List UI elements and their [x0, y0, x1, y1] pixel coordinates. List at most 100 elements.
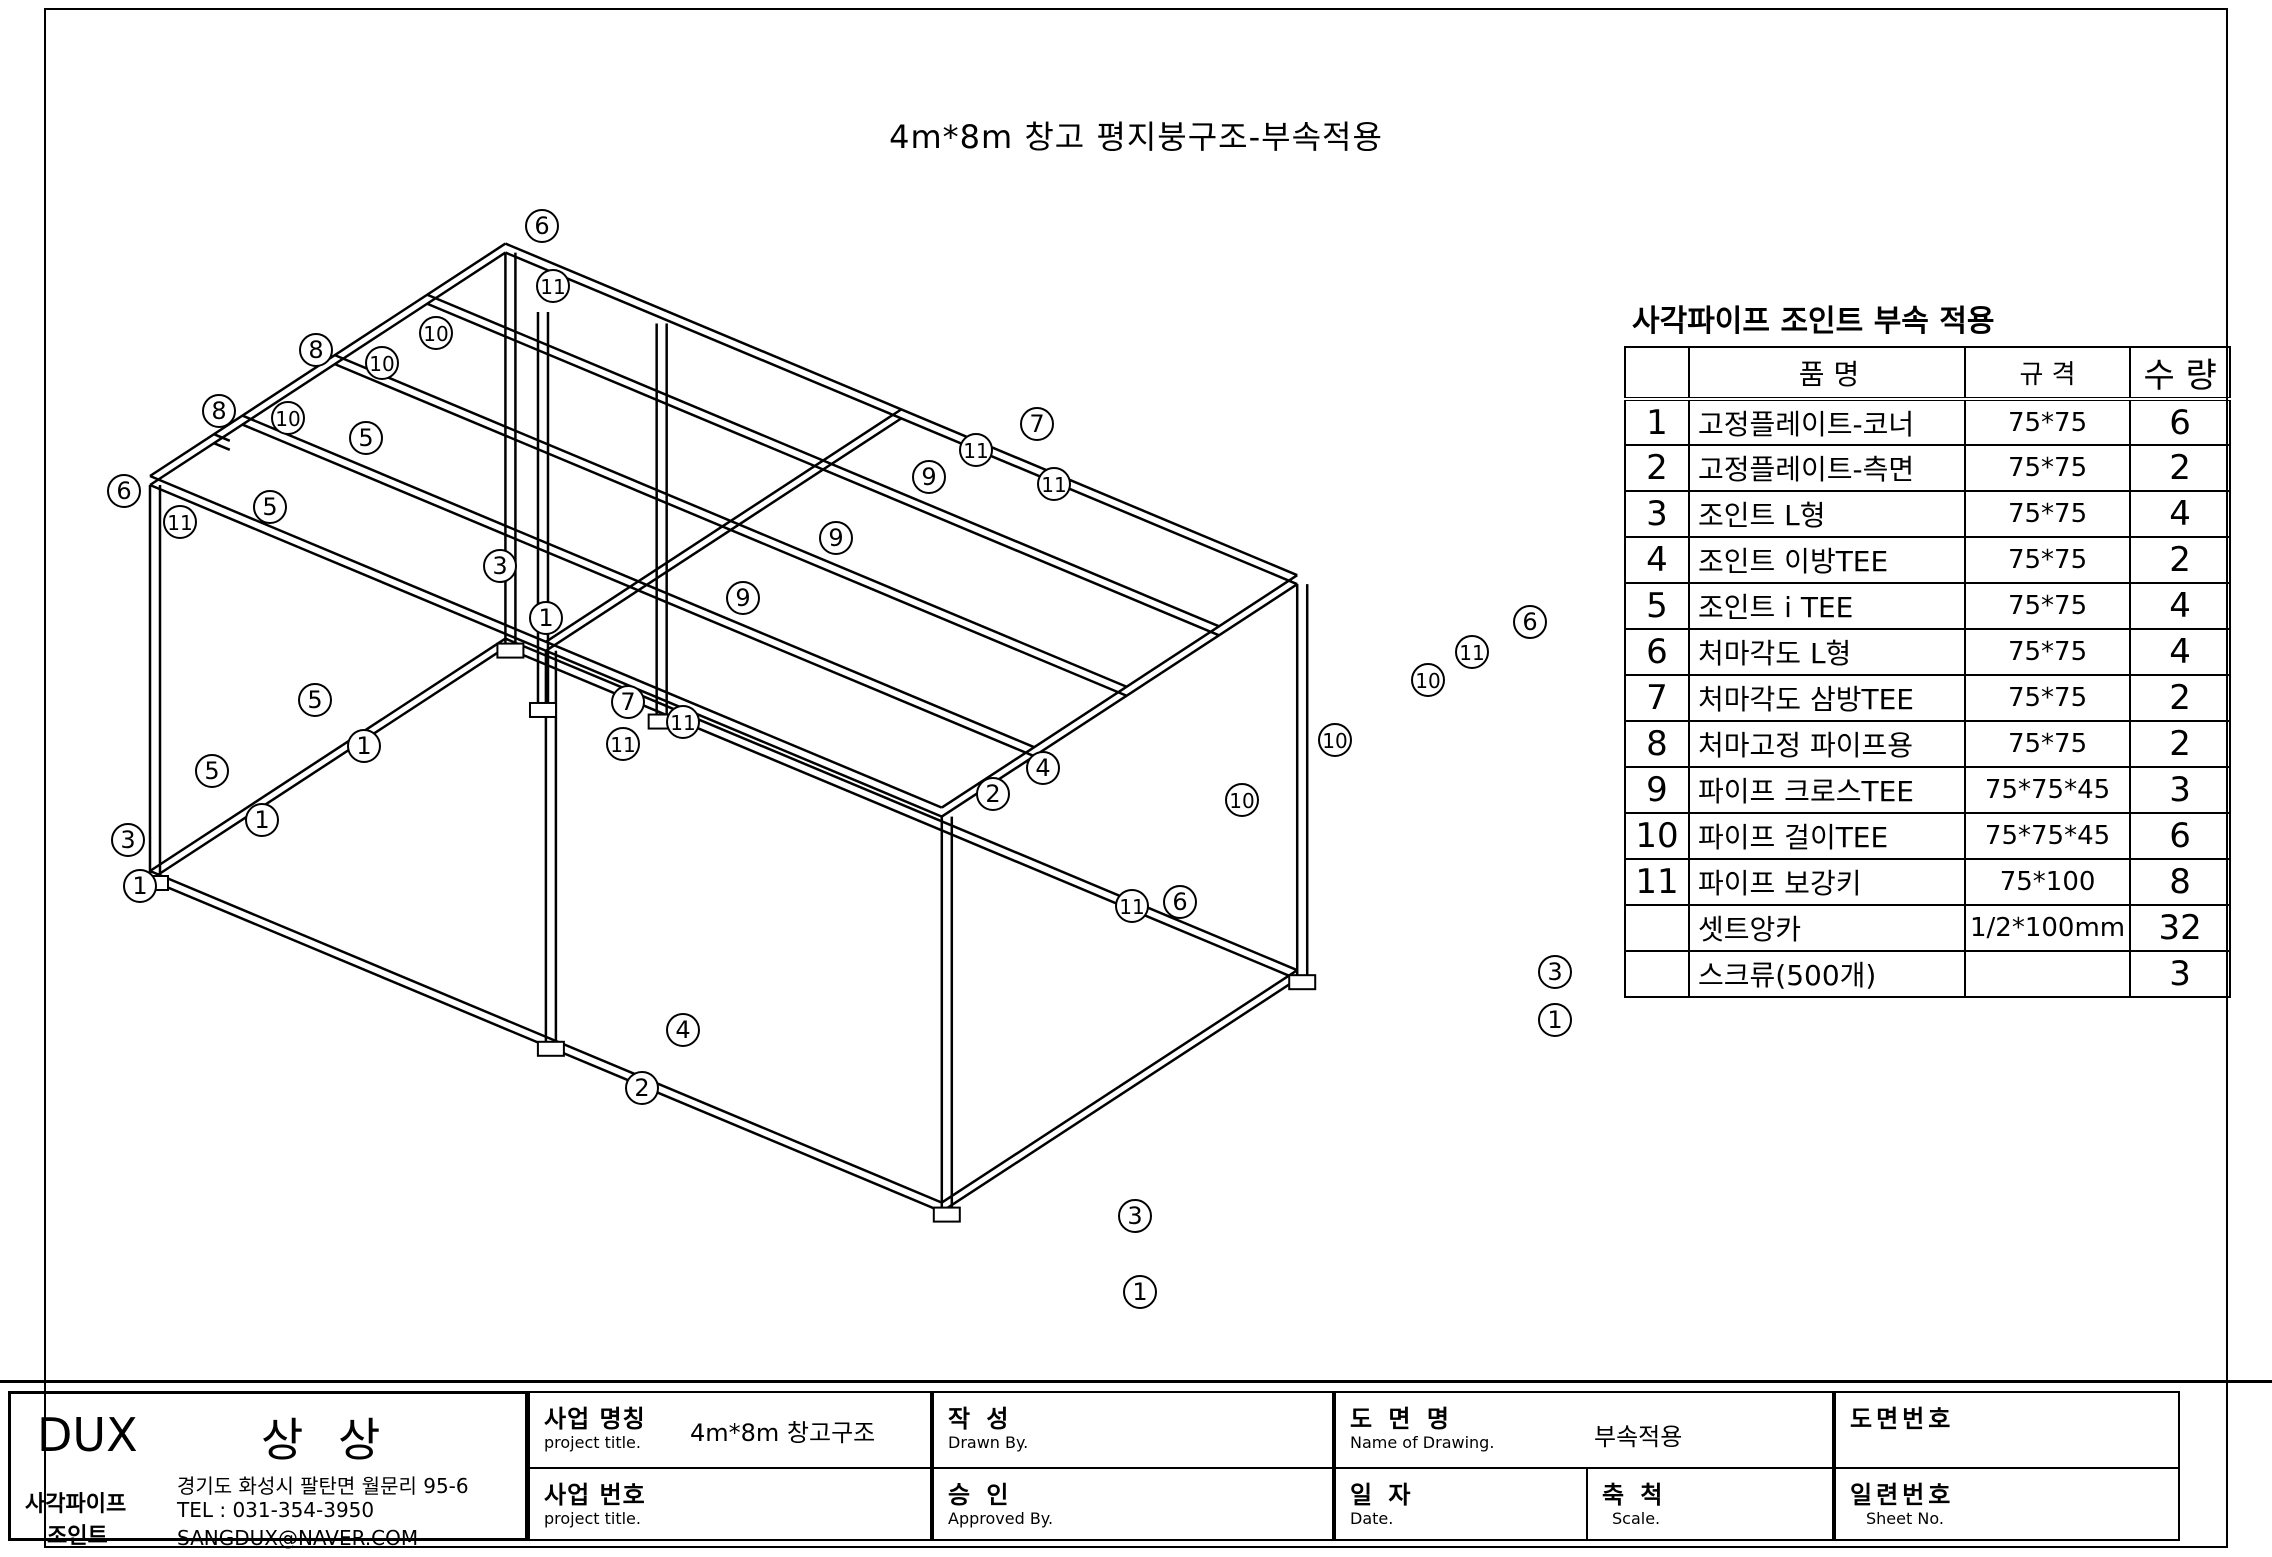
part-callout-number: 7 — [620, 688, 635, 716]
part-callout-number: 5 — [358, 424, 373, 452]
part-spec: 75*75 — [1963, 444, 2132, 492]
part-qty: 4 — [2129, 490, 2232, 538]
part-qty: 2 — [2129, 444, 2232, 492]
approved-by-label: 승 인 — [948, 1481, 1013, 1509]
part-callout: 2 — [625, 1071, 659, 1105]
part-callout-number: 5 — [262, 493, 277, 521]
project-name-label: 사업 명칭 — [544, 1405, 646, 1433]
drawn-by-cell: 작 성 Drawn By. — [932, 1391, 1334, 1469]
part-callout: 1 — [1538, 1003, 1572, 1037]
part-callout-number: 6 — [1522, 608, 1537, 636]
part-name: 조인트 i TEE — [1688, 582, 1966, 630]
part-callout: 11 — [163, 505, 197, 539]
base-plate — [528, 701, 557, 718]
part-no: 10 — [1624, 812, 1690, 860]
part-name: 처마각도 삼방TEE — [1688, 674, 1966, 722]
sheet-no-label: 일련번호 — [1850, 1481, 1955, 1509]
part-spec: 75*75 — [1963, 582, 2132, 630]
part-callout-number: 9 — [735, 584, 750, 612]
part-callout-number: 1 — [132, 872, 147, 900]
part-callout: 3 — [1538, 955, 1572, 989]
parts-table-title: 사각파이프 조인트 부속 적용 — [1632, 304, 1995, 339]
roof-purlin — [334, 353, 1128, 688]
drawing-title: 4m*8m 창고 평지붕구조-부속적용 — [889, 118, 1383, 156]
part-callout-number: 9 — [921, 463, 936, 491]
part-spec: 75*75*45 — [1963, 766, 2132, 814]
project-name-cell: 사업 명칭 project title. 4m*8m 창고구조 — [528, 1391, 932, 1469]
date-sub: Date. — [1350, 1509, 1394, 1528]
project-no-cell: 사업 번호 project title. — [528, 1467, 932, 1541]
header-no — [1624, 346, 1690, 400]
part-callout: 10 — [365, 346, 399, 380]
part-callout: 11 — [666, 705, 700, 739]
part-callout: 5 — [349, 421, 383, 455]
part-callout-number: 3 — [492, 552, 507, 580]
brand-line-2: 조인트 — [47, 1524, 108, 1549]
part-qty: 8 — [2129, 858, 2232, 906]
part-callout-number: 4 — [1035, 754, 1050, 782]
part-qty: 3 — [2129, 766, 2232, 814]
part-callout: 4 — [666, 1013, 700, 1047]
date-label: 일 자 — [1350, 1481, 1415, 1509]
base-plates — [141, 642, 1317, 1223]
part-qty: 6 — [2129, 398, 2232, 446]
part-callout-number: 3 — [1547, 958, 1562, 986]
part-callout-number: 4 — [675, 1016, 690, 1044]
project-no-label: 사업 번호 — [544, 1481, 646, 1509]
part-callout-number: 2 — [634, 1074, 649, 1102]
sheet-no-sub: Sheet No. — [1866, 1509, 1944, 1528]
part-no: 5 — [1624, 582, 1690, 630]
part-callout: 11 — [536, 269, 570, 303]
part-spec — [1963, 950, 2132, 998]
brand-line-1: 사각파이프 — [25, 1492, 127, 1517]
part-callout: 9 — [819, 521, 853, 555]
part-name: 파이프 보강키 — [1688, 858, 1966, 906]
part-callout-number: 10 — [423, 322, 448, 346]
bottom-beam — [941, 978, 1298, 1213]
part-callout: 8 — [299, 333, 333, 367]
part-no: 3 — [1624, 490, 1690, 538]
base-plate — [496, 642, 525, 659]
approved-by-cell: 승 인 Approved By. — [932, 1467, 1334, 1541]
roof-purlin — [213, 442, 231, 451]
part-callout: 5 — [195, 754, 229, 788]
part-callout-number: 5 — [204, 757, 219, 785]
part-name: 조인트 L형 — [1688, 490, 1966, 538]
part-qty: 2 — [2129, 674, 2232, 722]
part-callout: 1 — [529, 601, 563, 635]
part-no: 9 — [1624, 766, 1690, 814]
part-callout-number: 11 — [963, 439, 988, 463]
company-address: 경기도 화성시 팔탄면 월문리 95-6 — [177, 1474, 469, 1498]
part-qty: 2 — [2129, 536, 2232, 584]
part-spec: 75*75 — [1963, 536, 2132, 584]
part-callout-number: 8 — [308, 336, 323, 364]
date-cell: 일 자 Date. — [1334, 1467, 1588, 1541]
company-cell: DUX 상 상 사각파이프 조인트 경기도 화성시 팔탄면 월문리 95-6 T… — [8, 1391, 528, 1550]
roof-rafter — [545, 408, 902, 643]
part-qty: 3 — [2129, 950, 2232, 998]
part-callout-number: 6 — [1172, 888, 1187, 916]
part-callout-number: 1 — [1547, 1006, 1562, 1034]
part-callout-number: 1 — [254, 806, 269, 834]
bottom-beam — [149, 637, 507, 873]
part-callout: 10 — [1225, 783, 1259, 817]
part-callout: 5 — [298, 683, 332, 717]
part-callout: 11 — [959, 433, 993, 467]
part-no: 8 — [1624, 720, 1690, 768]
roof-purlin — [426, 302, 1220, 637]
part-spec: 75*75*45 — [1963, 812, 2132, 860]
drawn-by-sub: Drawn By. — [948, 1433, 1029, 1452]
part-callout: 10 — [271, 401, 305, 435]
part-spec: 75*75 — [1963, 398, 2132, 446]
part-callout-number: 11 — [1119, 895, 1144, 919]
part-callout: 5 — [253, 490, 287, 524]
top-beam — [941, 583, 1298, 818]
part-callout-number: 11 — [1459, 641, 1484, 665]
drawing-no-label: 도면번호 — [1850, 1405, 1955, 1433]
